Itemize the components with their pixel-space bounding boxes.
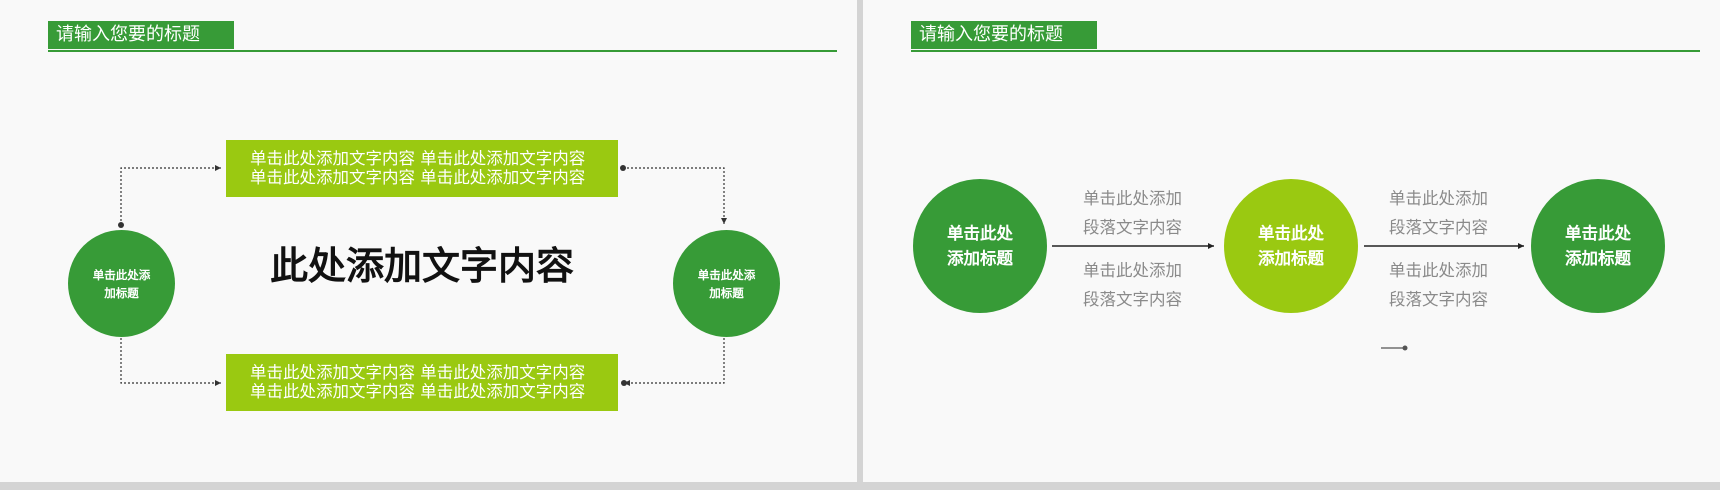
circle-label-line: 单击此处添 (92, 267, 151, 282)
circle-label-line: 单击此处 (947, 224, 1013, 243)
title-underline (48, 50, 837, 52)
text-line: 段落文字内容 (1389, 290, 1488, 309)
slide-right: 请输入您要的标题 单击此处 添加标题 单击此处 添加标题 单击此处 添加标题 单… (863, 0, 1720, 482)
text-line: 单击此处添加文字内容 单击此处添加文字内容 (250, 363, 586, 382)
connector-1-bottom-text[interactable]: 单击此处添加 段落文字内容 (1083, 256, 1182, 314)
connector-dot (118, 222, 124, 228)
flow-circle-1[interactable]: 单击此处 添加标题 (913, 179, 1047, 313)
flow-arrows (1052, 243, 1524, 351)
connector-dot (621, 380, 627, 386)
text-line: 段落文字内容 (1083, 290, 1182, 309)
center-heading[interactable]: 此处添加文字内容 (269, 244, 574, 288)
circle-label-line: 单击此处添 (697, 267, 756, 282)
right-circle[interactable]: 单击此处添 加标题 (673, 230, 780, 337)
top-text-box[interactable]: 单击此处添加文字内容 单击此处添加文字内容 单击此处添加文字内容 单击此处添加文… (226, 140, 618, 197)
connector-right-top (623, 167, 727, 224)
circle-label-line: 加标题 (104, 285, 139, 300)
loop-connectors (118, 165, 727, 386)
flow-circle-3[interactable]: 单击此处 添加标题 (1531, 179, 1665, 313)
text-line: 单击此处添加 (1083, 261, 1182, 280)
connector-2-bottom-text[interactable]: 单击此处添加 段落文字内容 (1389, 256, 1488, 314)
text-line: 单击此处添加 (1389, 189, 1488, 208)
circle-label-line: 加标题 (709, 285, 744, 300)
connector-1-top-text[interactable]: 单击此处添加 段落文字内容 (1083, 184, 1182, 242)
text-line: 单击此处添加 (1389, 261, 1488, 280)
text-line: 段落文字内容 (1083, 218, 1182, 237)
text-line: 单击此处添加文字内容 单击此处添加文字内容 (250, 168, 586, 187)
bottom-text-box[interactable]: 单击此处添加文字内容 单击此处添加文字内容 单击此处添加文字内容 单击此处添加文… (226, 354, 618, 411)
circle-label-line: 添加标题 (1565, 249, 1631, 268)
connector-left-bottom (120, 338, 221, 386)
connector-dot (620, 165, 626, 171)
text-line: 段落文字内容 (1389, 218, 1488, 237)
circle-label-line: 单击此处 (1258, 224, 1324, 243)
connector-2-top-text[interactable]: 单击此处添加 段落文字内容 (1389, 184, 1488, 242)
left-circle[interactable]: 单击此处添 加标题 (68, 230, 175, 337)
circle-label-line: 添加标题 (947, 249, 1013, 268)
connector-right-bottom (624, 338, 725, 386)
slide-left: 请输入您要的标题 单击此处添加文字内容 单击此处添加文字内容 单击此处添加文字内… (0, 0, 857, 482)
slide-title[interactable]: 请输入您要的标题 (48, 21, 234, 49)
circle-label-line: 添加标题 (1258, 249, 1324, 268)
connector-left-top (120, 165, 221, 225)
text-line: 单击此处添加文字内容 单击此处添加文字内容 (250, 382, 586, 401)
flow-circle-2[interactable]: 单击此处 添加标题 (1224, 179, 1358, 313)
text-line: 单击此处添加文字内容 单击此处添加文字内容 (250, 149, 586, 168)
text-line: 单击此处添加 (1083, 189, 1182, 208)
slide-title[interactable]: 请输入您要的标题 (911, 21, 1097, 49)
circle-label-line: 单击此处 (1565, 224, 1631, 243)
stray-dot (1402, 345, 1408, 351)
title-underline (911, 50, 1700, 52)
